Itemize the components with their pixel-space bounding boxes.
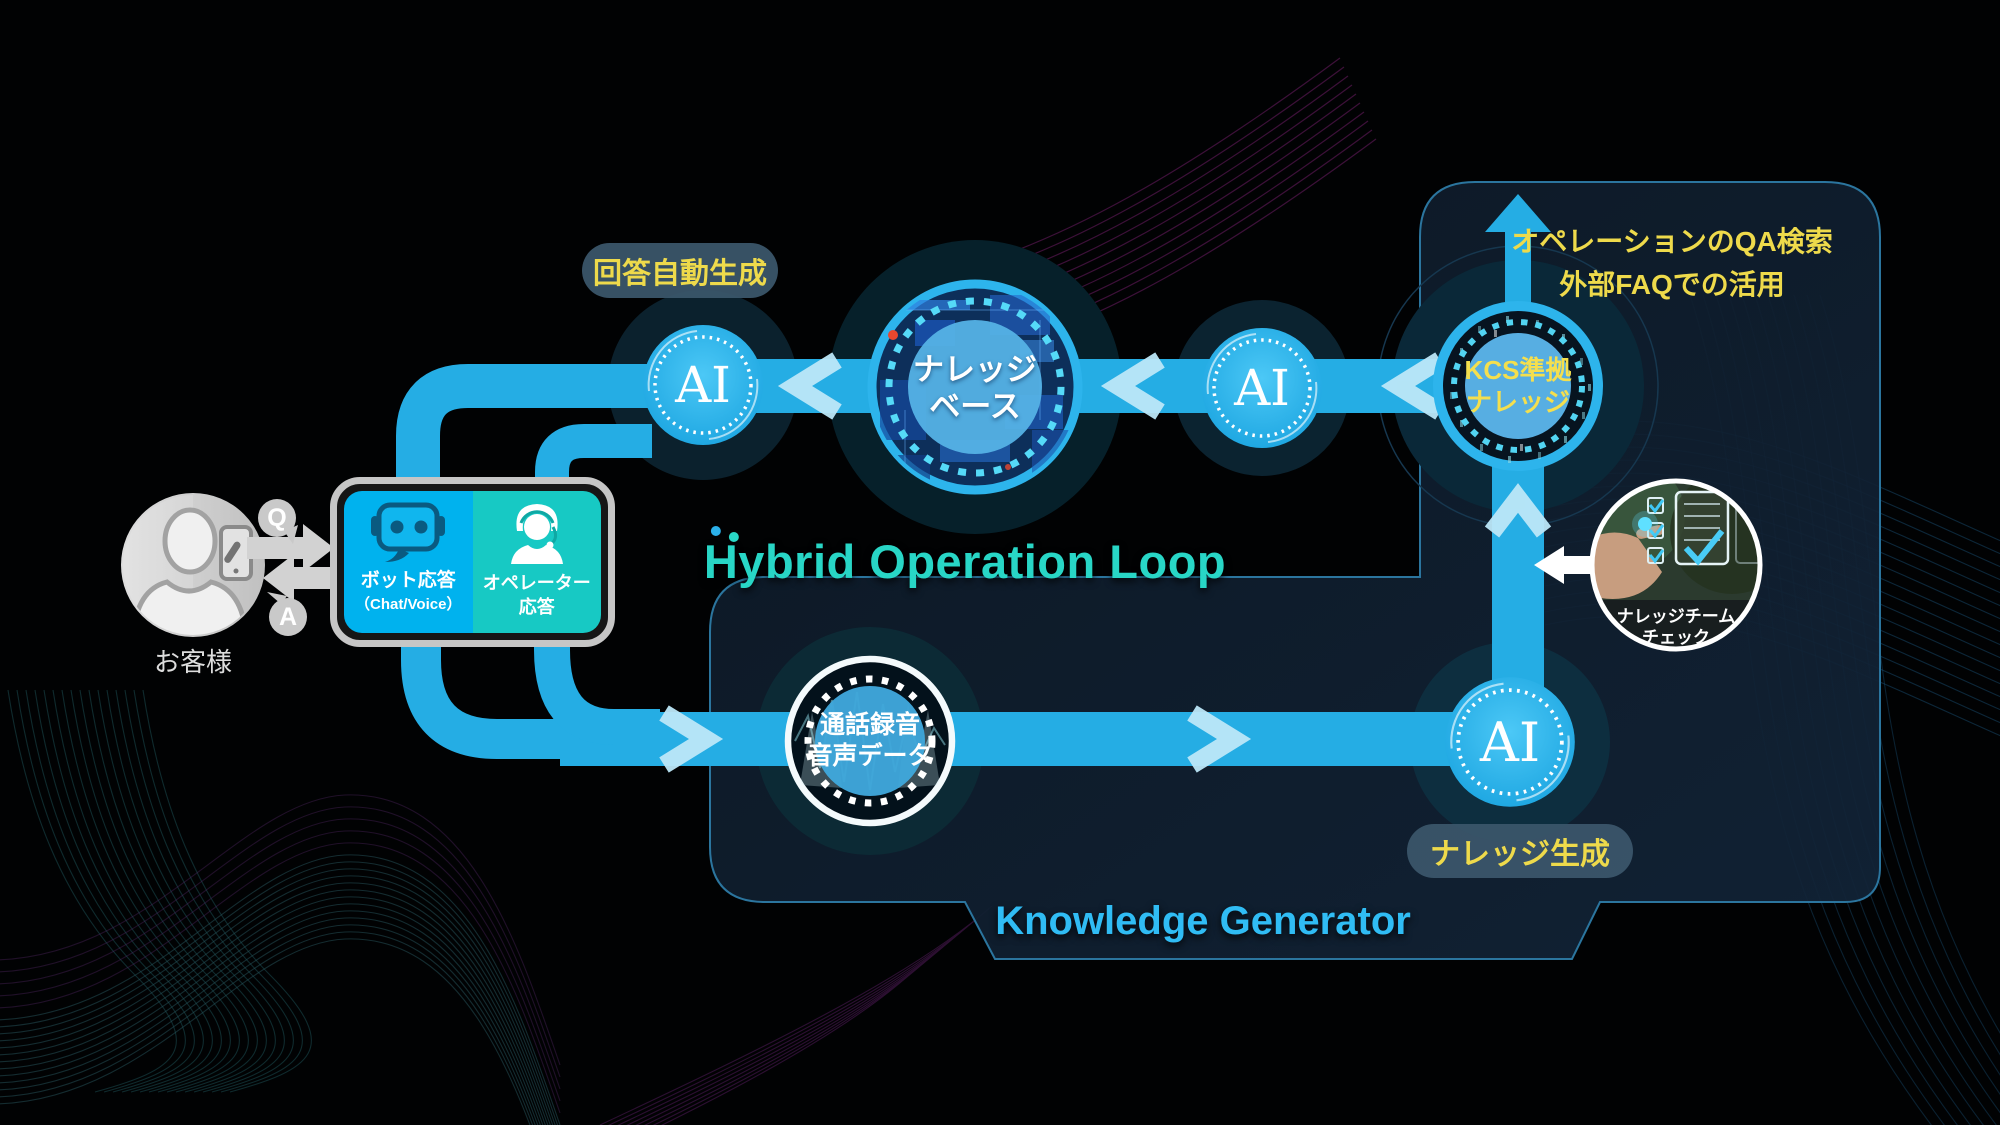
ai-label-1: AI: [675, 356, 731, 414]
checkbox-icons: [1647, 497, 1664, 564]
hybrid-loop-dot-1: [710, 526, 721, 536]
pipe-bot-down: [401, 630, 565, 759]
bot-response-sublabel: （Chat/Voice）: [355, 596, 462, 613]
operator-response-sublabel: 応答: [518, 597, 555, 617]
operator-icon: [510, 504, 563, 564]
pipe-op-down: [534, 630, 660, 745]
ai-node-2: [1202, 328, 1322, 448]
check-icons: [1648, 499, 1665, 564]
knowledge-base-label: ナレッジ ベース: [913, 352, 1037, 424]
hybrid-loop-title: Hybrid Operation Loop: [703, 526, 1227, 589]
flow-chevrons: [659, 352, 1552, 773]
chevron-left-3: [1380, 352, 1445, 420]
answer-bubble: A: [269, 598, 307, 636]
bot-response-label: ボット応答: [360, 570, 456, 591]
glow-dot: [1638, 517, 1652, 531]
question-bubble: Q: [258, 499, 296, 537]
ai-node-1: [643, 325, 763, 445]
knowledge-base-node: [867, 279, 1083, 495]
kcs-knowledge-label: KCS準拠 ナレッジ: [1464, 355, 1572, 417]
chevron-left-2: [1100, 352, 1165, 420]
ai-label-3: AI: [1479, 710, 1541, 774]
chevron-right-2: [1187, 705, 1252, 773]
up-arrow-head: [1485, 194, 1551, 232]
call-recording-label: 通話録音 音声データ: [807, 711, 933, 770]
knowledge-generator-title: Knowledge Generator: [995, 899, 1411, 943]
operator-response-label: オペレーター: [482, 573, 591, 593]
chevron-left-1: [777, 352, 842, 420]
person-icon: [162, 507, 218, 575]
knowledge-generation-badge: ナレッジ生成: [1407, 824, 1633, 878]
chevron-up-1: [1484, 483, 1552, 538]
operator-response-panel: オペレーター 応答: [472, 491, 601, 633]
response-box: ボット応答 （Chat/Voice） オペレーター 応答: [330, 477, 615, 647]
wave-purple-fan: [515, 905, 993, 1125]
hybrid-loop-title-text: Hybrid Operation Loop: [703, 535, 1227, 588]
hand-photo: [1592, 532, 1662, 599]
kcs-knowledge-node: [1433, 301, 1603, 471]
team-check-label: ナレッジチーム チェック: [1616, 607, 1736, 647]
wave-hump-bottom: [0, 854, 561, 1125]
pipe-op-up: [535, 424, 652, 500]
qa-usage-annotation: オペレーションのQA検索 外部FAQでの活用: [1511, 226, 1833, 300]
customer-label: お客様: [153, 647, 232, 677]
pipe-bot-up: [396, 364, 660, 500]
answer-arrow: [263, 554, 352, 602]
phone-icon: [219, 525, 253, 581]
big-check-icon: [1683, 529, 1725, 566]
ai-node-3: [1445, 677, 1575, 807]
chevron-right-1: [659, 705, 724, 773]
auto-answer-badge: 回答自動生成: [582, 243, 778, 298]
question-arrow: [247, 524, 334, 572]
ai-label-2: AI: [1234, 359, 1290, 417]
customer-group: [121, 493, 265, 637]
call-recording-node: [784, 655, 956, 827]
bot-response-panel: ボット応答 （Chat/Voice）: [344, 491, 473, 633]
team-check-arrow: [1534, 546, 1604, 584]
robot-icon: [371, 502, 446, 562]
hybrid-loop-dot-2: [728, 532, 739, 542]
